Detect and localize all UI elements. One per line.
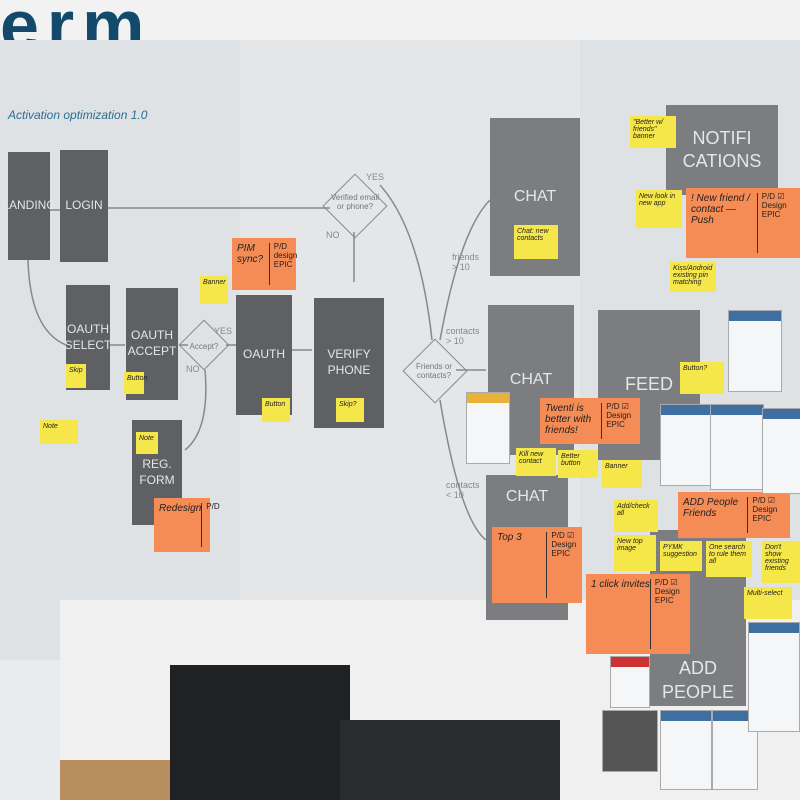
note-meta: P/D ☑ Design EPIC [756,192,795,253]
decision-accept: Accept? [189,342,219,351]
sticky-note: Button? [680,362,724,394]
phone-mockup [602,710,658,772]
sticky-note: Note [136,432,158,454]
phone-mockup [728,310,782,392]
note-meta: P/D ☑ Design EPIC [601,402,635,439]
label-yes: YES [214,326,233,336]
orange-note: PIM sync?P/D design EPIC [232,238,297,290]
sticky-note: Don't show existing friends [762,541,800,583]
sticky-note: One search to rule them all [706,541,752,577]
label-yes: YES [366,172,385,182]
sticky-note: Multi-select [744,587,792,619]
sticky-note: Button [124,372,147,394]
note-text: PIM sync? [237,243,264,265]
block-landing: LANDING [2,152,56,260]
orange-note: Top 3 P/D ☑ Design EPIC [492,527,582,603]
sticky-note: Chat: new contacts [514,225,558,259]
note-text: ! New friend / contact — Push [691,193,750,226]
sticky-note: Kiss/Android existing pin matching [670,262,716,292]
block-notifications: NOTIFI CATIONS [666,105,778,195]
sticky-note: Add/check all [614,500,658,532]
sticky-note: Note [40,420,78,444]
decision-friends: Friends or contacts? [415,362,452,380]
phone-mockup [710,404,764,490]
sticky-note: New look in new app [636,190,682,228]
phone-mockup [762,408,800,494]
phone-mockup [660,404,716,486]
label-friends-gt-10: friends > 10 [452,252,480,272]
orange-note: Twenti is better with friends! P/D ☑ Desi… [540,398,640,444]
label-no: NO [186,364,200,374]
phone-mockup [660,710,712,790]
block-oauth: OAUTH [236,295,292,415]
sticky-note: Banner [200,276,228,304]
block-login: LOGIN [60,150,108,262]
block-oauth-accept: OAUTH ACCEPT [126,288,178,400]
sticky-note: Kill new contact [516,448,556,476]
label-contacts-gt-10: contacts > 10 [446,326,480,346]
sticky-note: Skip? [336,398,364,422]
note-meta: P/D ☑ Design EPIC [546,531,577,598]
sticky-note: Button [262,398,290,422]
sticky-note: Better button [558,450,598,478]
storage-box [340,720,560,800]
note-meta: P/D ☑ Design EPIC [649,578,685,649]
note-meta: P/D ☑ Design EPIC [747,496,785,533]
sticky-note: Banner [602,460,642,488]
decision-verified: Verified email or phone? [330,193,380,211]
sticky-note: PYMK suggestion [660,541,702,571]
note-meta: P/D design EPIC [268,242,297,285]
note-text: ADD People Friends [683,497,739,519]
note-meta: P/D [201,502,220,547]
sticky-note: Skip [66,364,86,388]
label-no: NO [326,230,340,240]
storage-box [170,665,350,800]
note-text: Top 3 [497,532,522,543]
note-text: 1 click invites [591,579,650,590]
note-text: Twenti is better with friends! [545,403,592,436]
paper-bag [60,760,170,800]
phone-mockup [610,656,650,708]
label-contacts-lt-10: contacts < 10 [446,480,480,500]
sticky-note: New top image [614,535,656,571]
note-text: Redesign [159,503,202,514]
phone-mockup [466,392,510,464]
phone-mockup [748,622,800,732]
diagram-title: Activation optimization 1.0 [8,108,148,122]
sticky-note: "Better w/ friends" banner [630,116,676,148]
orange-note: ADD People Friends P/D ☑ Design EPIC [678,492,790,538]
